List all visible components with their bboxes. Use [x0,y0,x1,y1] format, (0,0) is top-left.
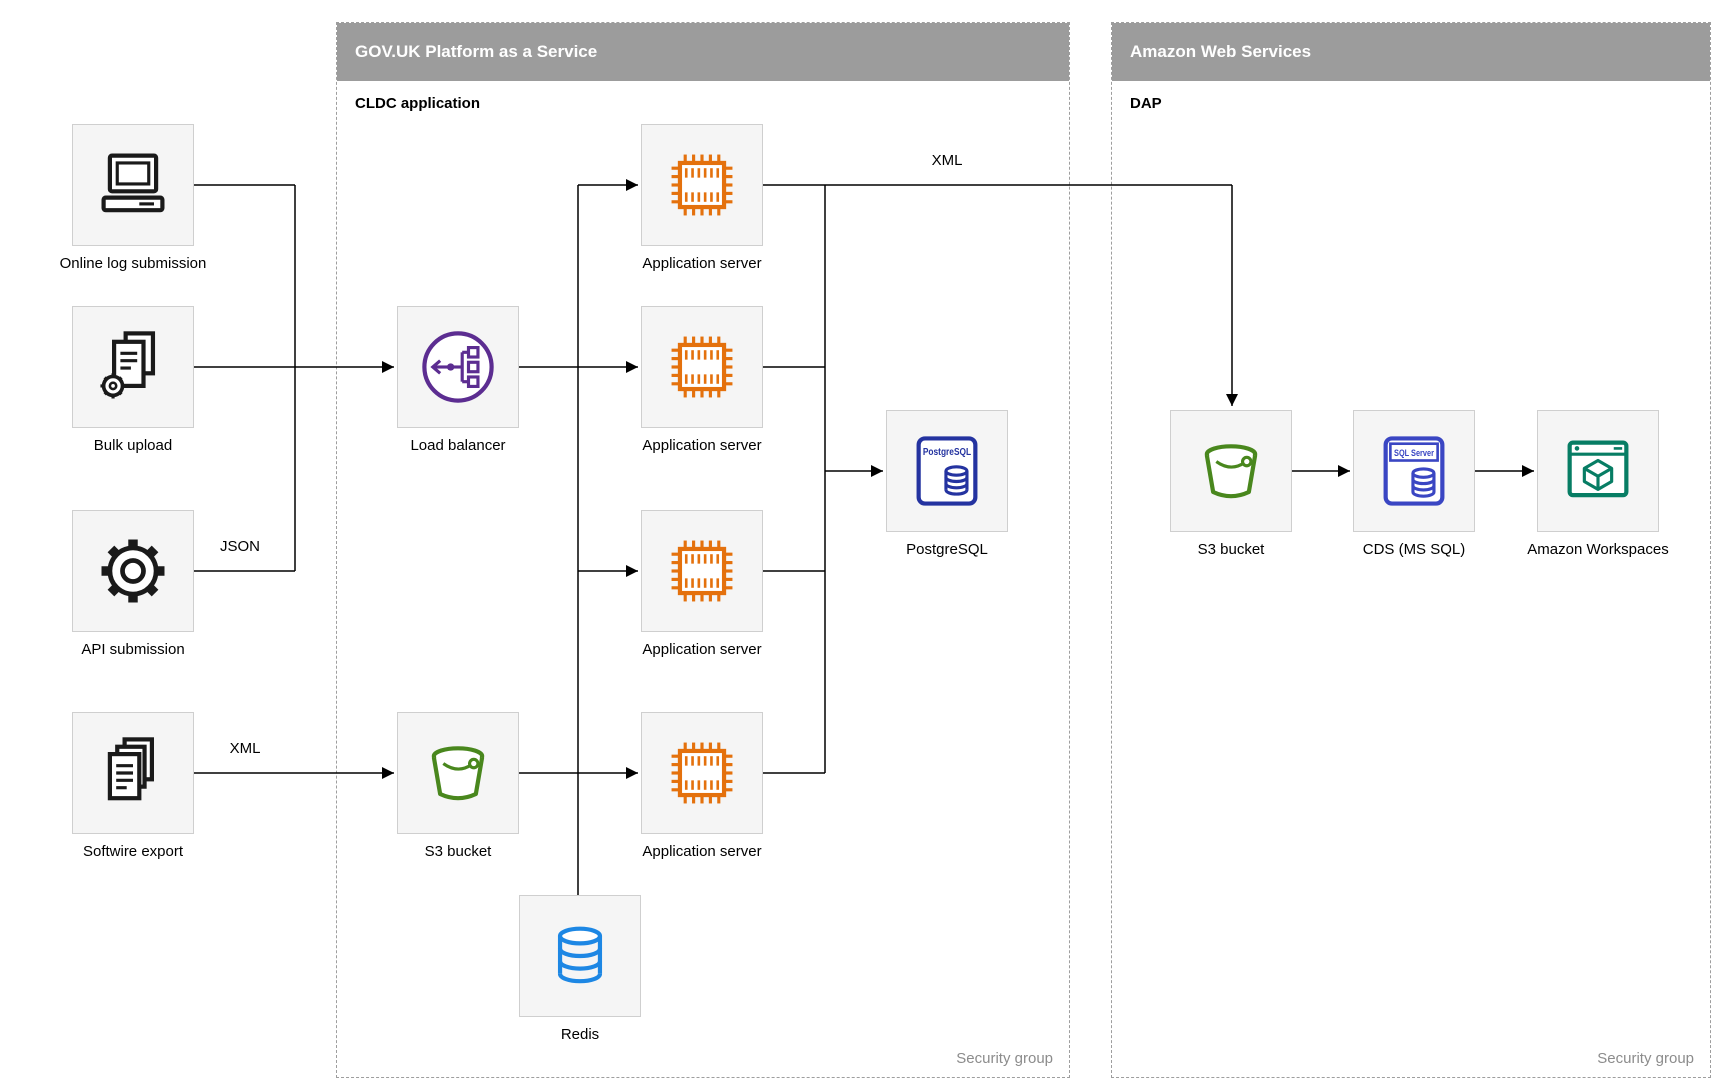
paas-container-title: GOV.UK Platform as a Service [337,23,1069,81]
node-box [72,306,194,428]
s3-bucket-icon [1204,444,1258,499]
postgresql-icon: PostgreSQL [916,436,978,506]
xml-softwire-edge-label: XML [229,740,261,757]
redis-icon [557,926,603,984]
node-label: Redis [560,1026,600,1043]
node-label: Application server [642,255,762,272]
chip-icon [671,742,733,804]
node-box [641,712,763,834]
documents-gear-icon [100,331,156,399]
paas-container-sublabel: CLDC application [355,95,481,112]
node-app-server-4: Application server [641,712,763,860]
node-box [397,306,519,428]
node-box [397,712,519,834]
node-label: S3 bucket [1197,541,1265,558]
node-label: Application server [642,843,762,860]
workspaces-icon [1567,440,1629,498]
node-app-server-1: Application server [641,124,763,272]
xml-aws-edge-label: XML [931,152,963,169]
paas-security-group-label: Security group [956,1050,1053,1067]
postgresql-caption: PostgreSQL [923,446,972,458]
sql-server-caption: SQL Server [1394,448,1434,459]
node-label: Amazon Workspaces [1527,541,1669,558]
s3-bucket-icon [431,746,485,801]
node-s3-bucket-aws: S3 bucket [1170,410,1292,558]
node-box [641,124,763,246]
node-box [1537,410,1659,532]
node-label: Application server [642,641,762,658]
node-bulk-upload: Bulk upload [72,306,194,454]
sql-server-icon: SQL Server [1383,436,1445,506]
aws-container: Amazon Web Services DAP Security group [1111,22,1711,1078]
node-app-server-3: Application server [641,510,763,658]
aws-security-group-label: Security group [1597,1050,1694,1067]
node-online-log-submission: Online log submission [60,124,206,272]
node-box [1170,410,1292,532]
node-app-server-2: Application server [641,306,763,454]
node-box: SQL Server [1353,410,1475,532]
chip-icon [671,540,733,602]
node-amazon-workspaces: Amazon Workspaces [1527,410,1669,558]
node-api-submission: API submission [72,510,194,658]
node-label: API submission [81,641,185,658]
node-s3-bucket-paas: S3 bucket [397,712,519,860]
node-box [72,510,194,632]
node-box [641,306,763,428]
node-load-balancer: Load balancer [397,306,519,454]
node-softwire-export: Softwire export [72,712,194,860]
load-balancer-icon [422,331,494,403]
node-label: Softwire export [82,843,184,860]
node-label: CDS (MS SQL) [1362,541,1466,558]
documents-stack-icon [107,737,154,801]
node-redis: Redis [519,895,641,1043]
chip-icon [671,336,733,398]
node-box [641,510,763,632]
node-box: PostgreSQL [886,410,1008,532]
node-postgresql: PostgreSQL PostgreSQL [886,410,1008,558]
node-box [72,712,194,834]
node-label: S3 bucket [424,843,492,860]
node-box [519,895,641,1017]
aws-container-sublabel: DAP [1130,95,1162,112]
node-label: Bulk upload [93,437,173,454]
paas-container: GOV.UK Platform as a Service CLDC applic… [336,22,1070,1078]
chip-icon [671,154,733,216]
node-cds-ms-sql: SQL Server CDS (MS SQL) [1353,410,1475,558]
json-edge-label: JSON [219,538,260,555]
node-box [72,124,194,246]
node-label: Load balancer [410,437,506,454]
gear-icon [101,539,165,603]
node-label: Online log submission [59,255,207,272]
node-label: PostgreSQL [906,541,988,558]
aws-container-title: Amazon Web Services [1112,23,1710,81]
computer-icon [101,153,165,213]
node-label: Application server [642,437,762,454]
